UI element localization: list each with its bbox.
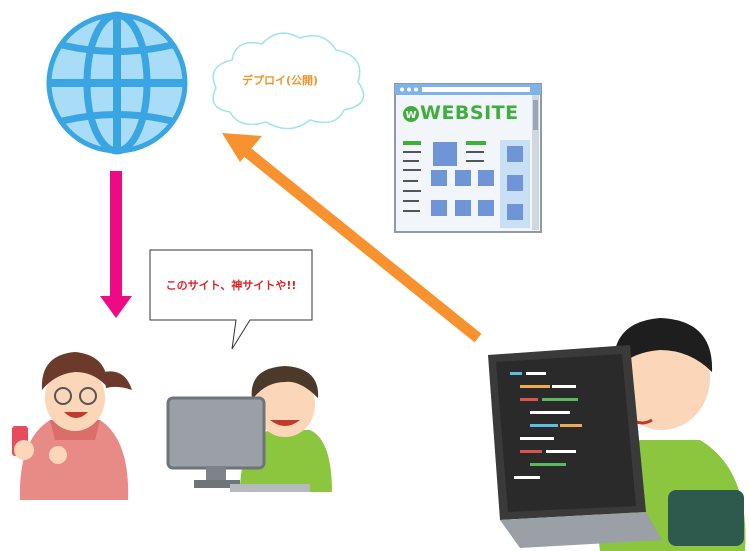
- website-title: WEBSITE: [420, 102, 519, 124]
- desktop-user-illustration: [166, 366, 332, 492]
- deploy-label: デプロイ(公開): [241, 74, 319, 87]
- smartphone-user-illustration: [12, 352, 132, 500]
- website-illustration: W: [394, 83, 542, 233]
- deploy-arrow: [222, 133, 482, 343]
- speech-bubble-text: このサイト、神サイトや!!: [165, 279, 297, 292]
- developer-illustration: [488, 318, 746, 551]
- deploy-cloud: [212, 32, 365, 130]
- globe-icon: [46, 11, 188, 155]
- download-arrow: [100, 171, 132, 318]
- speech-bubble: [149, 249, 313, 350]
- svg-text:W: W: [405, 110, 416, 121]
